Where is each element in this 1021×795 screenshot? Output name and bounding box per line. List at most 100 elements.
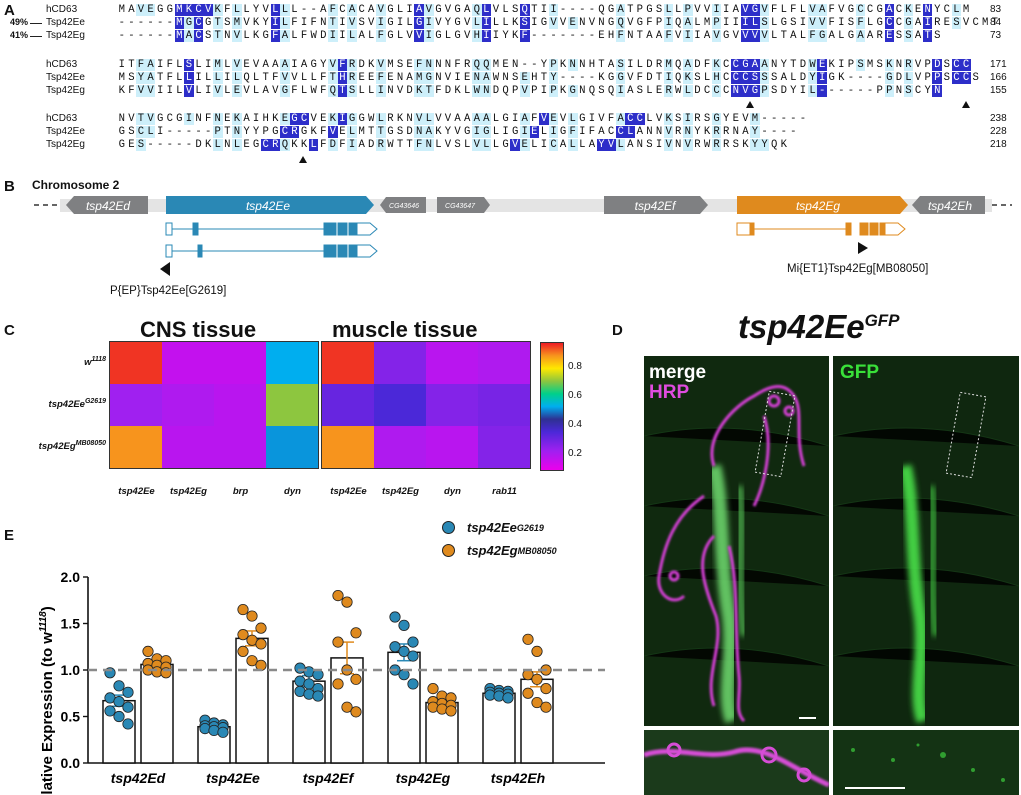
x-category-label: tsp42Eh	[491, 770, 545, 786]
sequence-name: hCD63	[46, 113, 78, 124]
heatmap-cns-cell	[162, 426, 214, 468]
heatmap-muscle-cell	[322, 342, 374, 384]
gfp-zoom-drawing	[833, 730, 1019, 795]
data-point	[113, 680, 125, 692]
sequence-end-number: 171	[990, 59, 1007, 70]
gene-tsp42Ee-label: tsp42Ee	[246, 199, 290, 213]
panel-label-d: D	[612, 322, 623, 339]
data-point	[531, 673, 543, 685]
data-point	[341, 596, 353, 608]
sequence-end-number: 73	[990, 30, 1002, 41]
data-point	[427, 701, 439, 713]
sequence-end-number: 84	[990, 17, 1002, 28]
heatmap-muscle-column-label: rab11	[492, 486, 517, 497]
data-point	[531, 645, 543, 658]
identity-percent: 41%	[9, 30, 28, 40]
heatmap-muscle-cell	[322, 426, 374, 468]
data-point	[199, 722, 211, 735]
sequence-name: Tsp42Ee	[46, 72, 85, 83]
merge-zoom-box	[754, 390, 796, 478]
hrp-label: HRP	[649, 382, 690, 403]
data-point	[540, 701, 552, 713]
sequence-name: Tsp42Eg	[46, 85, 85, 96]
heatmap-muscle-column-label: dyn	[444, 486, 461, 497]
data-point	[113, 696, 125, 708]
legend-dot-ee	[442, 521, 455, 534]
heatmap-cns-cell	[214, 342, 266, 384]
insertion-arrow-eg	[858, 242, 868, 254]
sequence-end-number: 166	[990, 72, 1007, 83]
y-axis-label: Relative Expression (to w1118)	[38, 606, 56, 795]
data-point	[332, 678, 344, 690]
heatmap-cns-title: CNS tissue	[140, 317, 257, 342]
gene-tsp42Ef: tsp42Ef	[604, 196, 708, 214]
y-tick-label: 0.5	[61, 709, 81, 725]
x-category-label: tsp42Ef	[303, 770, 355, 786]
data-point	[436, 703, 448, 715]
heatmap-muscle-cell	[478, 426, 530, 468]
sequence-end-number: 155	[990, 85, 1007, 96]
heatmap-cns-cell	[110, 342, 162, 384]
gene-CG43646-label: CG43646	[389, 203, 419, 210]
data-point	[246, 655, 258, 667]
heatmap-row-label: tsp42EgMB08050	[38, 440, 106, 453]
panel-label-c: C	[4, 322, 15, 339]
heatmap-muscle-cell	[478, 384, 530, 426]
data-point	[122, 718, 134, 730]
data-point	[350, 627, 362, 639]
heatmap-cns-cell	[110, 426, 162, 468]
heatmap-cns-column-label: tsp42Ee	[118, 486, 155, 497]
colorbar-tick-label: 0.8	[568, 361, 582, 372]
y-tick-label: 0.0	[61, 755, 81, 771]
panel-label-b: B	[4, 178, 15, 195]
x-category-label: tsp42Ee	[206, 770, 260, 786]
data-point	[398, 619, 410, 631]
data-point	[445, 705, 457, 717]
sequence-end-number: 83	[990, 4, 1002, 15]
merge-label: merge	[649, 362, 707, 383]
data-point	[522, 633, 534, 645]
data-point	[522, 687, 534, 699]
heatmap-muscle-title: muscle tissue	[332, 317, 478, 342]
data-point	[341, 701, 353, 713]
conserved-cysteine-marker	[299, 156, 307, 163]
x-category-label: tsp42Ed	[111, 770, 166, 786]
sequence-name: Tsp42Ee	[46, 126, 85, 137]
heatmap-muscle-cell	[478, 342, 530, 384]
data-point	[255, 622, 267, 634]
data-point	[540, 683, 552, 695]
gene-tsp42Ed: tsp42Ed	[66, 196, 148, 214]
data-point	[237, 645, 249, 658]
heatmap-cns-cell	[266, 426, 318, 468]
data-point	[350, 706, 362, 718]
bar	[140, 663, 174, 764]
gfp-image	[833, 356, 1019, 726]
colorbar-tick-label: 0.6	[568, 390, 582, 401]
heatmap-cns-frame	[109, 341, 319, 469]
tsp42Eg-transcript	[736, 222, 906, 236]
merge-image	[644, 356, 829, 726]
data-point	[312, 690, 324, 702]
colorbar	[540, 342, 564, 471]
gene-tsp42Ef-label: tsp42Ef	[635, 199, 677, 213]
heatmap-cns-cell	[214, 384, 266, 426]
heatmap-muscle-column-label: tsp42Ee	[330, 486, 367, 497]
data-point	[407, 636, 419, 648]
chromosome-map: tsp42Ed tsp42Ee CG43646 CG43647 tsp42Ef …	[34, 196, 1012, 276]
data-point	[493, 690, 505, 702]
y-tick-label: 2.0	[61, 569, 81, 585]
heatmap-cns-column-label: tsp42Eg	[170, 486, 207, 497]
data-point	[237, 629, 249, 641]
heatmap-cns-cell	[214, 426, 266, 468]
data-point	[332, 589, 344, 602]
panel-label-a: A	[4, 2, 15, 19]
heatmap-cns-cell	[266, 384, 318, 426]
data-point	[303, 688, 315, 700]
